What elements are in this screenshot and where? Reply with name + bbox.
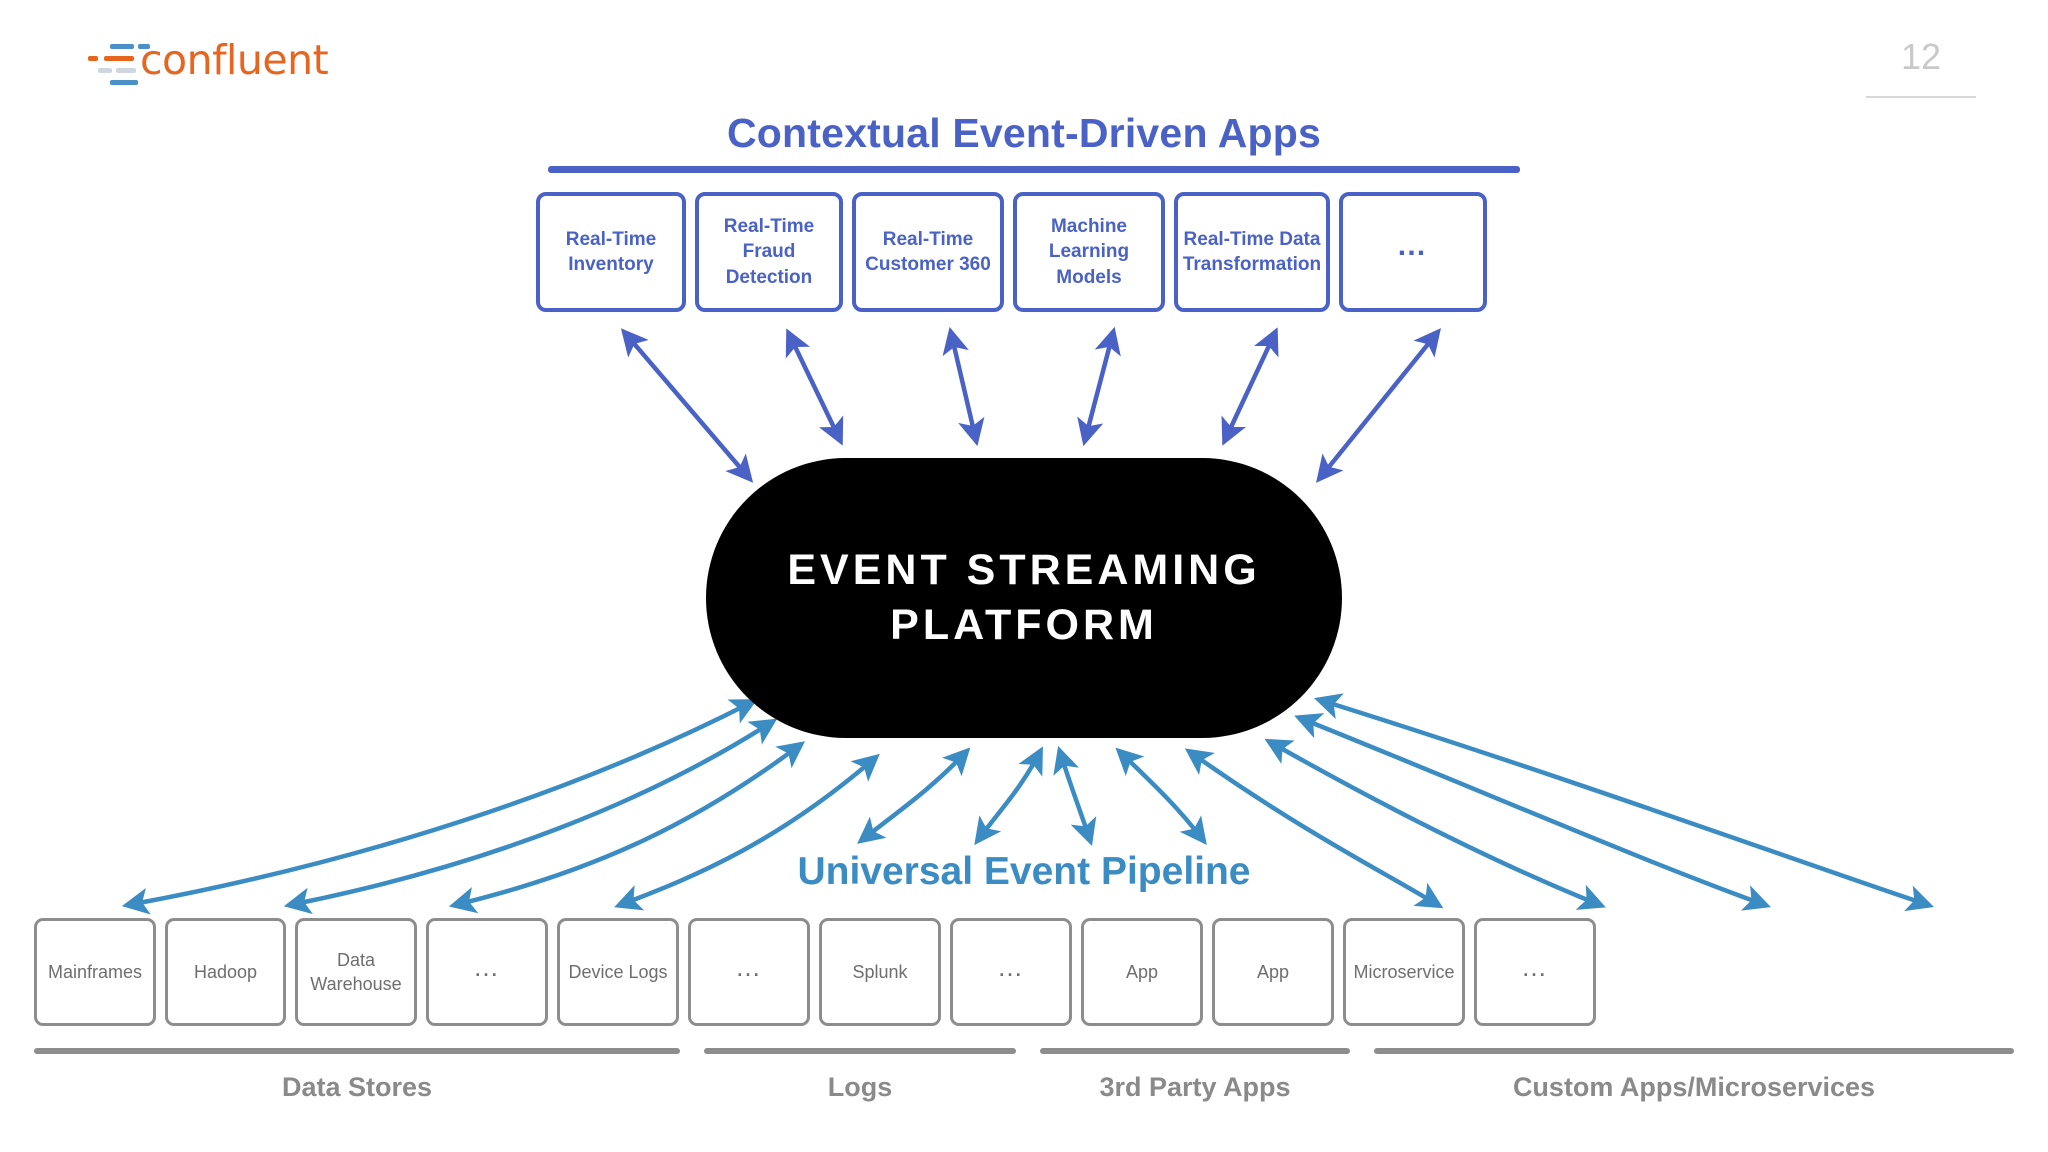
app-box[interactable]: Real-Time Inventory bbox=[536, 192, 686, 312]
source-box[interactable]: App bbox=[1081, 918, 1203, 1026]
source-box[interactable]: Device Logs bbox=[557, 918, 679, 1026]
source-box-label: Splunk bbox=[852, 961, 908, 982]
source-box-label: … bbox=[473, 952, 501, 983]
app-box[interactable]: Real-Time Data Transformation bbox=[1174, 192, 1330, 312]
page-title: Contextual Event-Driven Apps bbox=[726, 110, 1322, 156]
app-box-label: Machine Learning Models bbox=[1048, 216, 1130, 288]
logo-dash bbox=[110, 80, 138, 85]
logo-dash bbox=[138, 44, 150, 49]
source-group-rule bbox=[1040, 1048, 1350, 1054]
logo-dash bbox=[104, 56, 134, 61]
source-box[interactable]: … bbox=[1474, 918, 1596, 1026]
source-box[interactable]: Hadoop bbox=[165, 918, 286, 1026]
source-group-rule bbox=[1374, 1048, 2014, 1054]
app-box[interactable]: Real-Time Customer 360 bbox=[852, 192, 1004, 312]
source-box-label: Microservice bbox=[1353, 961, 1455, 982]
source-box-label: Hadoop bbox=[193, 961, 258, 982]
logo-dash bbox=[110, 44, 134, 49]
source-group-rule bbox=[704, 1048, 1016, 1054]
source-box-label: … bbox=[735, 952, 763, 983]
source-box[interactable]: … bbox=[688, 918, 810, 1026]
source-box[interactable]: Data Warehouse bbox=[295, 918, 417, 1026]
source-box[interactable]: Splunk bbox=[819, 918, 941, 1026]
source-group-label: 3rd Party Apps bbox=[1099, 1072, 1291, 1102]
platform-label: EVENT STREAMING PLATFORM bbox=[787, 545, 1261, 649]
event-streaming-platform: EVENT STREAMING PLATFORM bbox=[706, 458, 1342, 738]
app-box-label: Real-Time Fraud Detection bbox=[723, 216, 815, 288]
source-group-label: Custom Apps/Microservices bbox=[1512, 1072, 1876, 1102]
title-underline bbox=[548, 166, 1520, 173]
source-box[interactable]: … bbox=[950, 918, 1072, 1026]
app-box[interactable]: Real-Time Fraud Detection bbox=[695, 192, 843, 312]
source-group-label: Data Stores bbox=[281, 1072, 433, 1102]
page-number: 12 bbox=[1900, 36, 1942, 77]
source-box[interactable]: Mainframes bbox=[34, 918, 156, 1026]
source-box[interactable]: … bbox=[426, 918, 548, 1026]
source-box-label: Mainframes bbox=[47, 961, 143, 982]
app-box[interactable]: Machine Learning Models bbox=[1013, 192, 1165, 312]
source-box-label: … bbox=[1521, 952, 1549, 983]
app-box-label: Real-Time Data Transformation bbox=[1182, 228, 1322, 275]
logo-dash bbox=[88, 56, 98, 61]
source-box-row: Mainframes Hadoop Data Warehouse … Device Lo… bbox=[34, 918, 1596, 1026]
page-number-rule bbox=[1866, 96, 1976, 98]
app-box-label: Real-Time Inventory bbox=[565, 228, 657, 275]
source-box-label: Device Logs bbox=[568, 961, 668, 982]
pipeline-label: Universal Event Pipeline bbox=[797, 850, 1251, 893]
source-box-label: Data Warehouse bbox=[310, 949, 402, 994]
confluent-logo: confluent bbox=[74, 36, 329, 90]
app-box-label: Real-Time Customer 360 bbox=[865, 228, 991, 275]
source-box-label: … bbox=[997, 952, 1025, 983]
upper-arrows bbox=[620, 326, 1441, 483]
app-box[interactable]: … bbox=[1339, 192, 1487, 312]
source-group-rule bbox=[34, 1048, 680, 1054]
source-box-label: App bbox=[1125, 961, 1159, 982]
logo-wordmark: confluent bbox=[140, 36, 329, 84]
source-box[interactable]: App bbox=[1212, 918, 1334, 1026]
logo-dash bbox=[116, 68, 136, 73]
app-box-row: Real-Time Inventory Real-Time Fraud Detec… bbox=[536, 192, 1487, 312]
logo-dash bbox=[98, 68, 112, 73]
source-group-label: Logs bbox=[827, 1072, 893, 1102]
source-box[interactable]: Microservice bbox=[1343, 918, 1465, 1026]
app-box-label: … bbox=[1396, 229, 1430, 263]
source-box-label: App bbox=[1256, 961, 1290, 982]
